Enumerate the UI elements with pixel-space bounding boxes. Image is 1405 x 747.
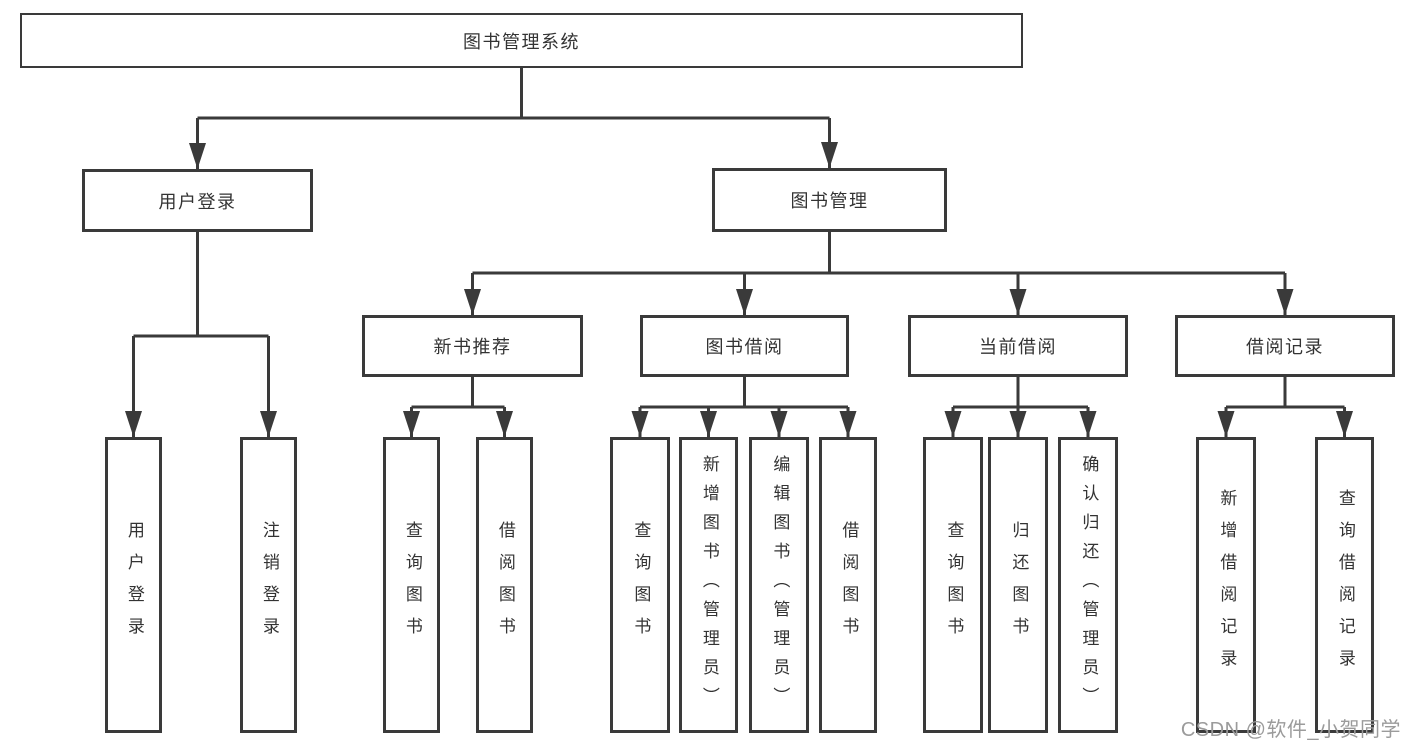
leaf-edit-book-admin-label: 编辑图书（管理员） — [770, 454, 790, 716]
node-book-borrow: 图书借阅 — [640, 315, 849, 377]
node-current-borrow: 当前借阅 — [908, 315, 1128, 377]
leaf-add-borrow-record: 新增借阅记录 — [1196, 437, 1256, 733]
leaf-query-books-recommend: 查询图书 — [383, 437, 440, 733]
leaf-query-borrow-record: 查询借阅记录 — [1315, 437, 1374, 733]
node-borrow-records: 借阅记录 — [1175, 315, 1395, 377]
leaf-borrow-books: 借阅图书 — [819, 437, 877, 733]
leaf-borrow-books-label: 借阅图书 — [839, 521, 859, 649]
leaf-borrow-books-recommend: 借阅图书 — [476, 437, 533, 733]
node-root-system: 图书管理系统 — [20, 13, 1023, 68]
leaf-query-books-borrow-label: 查询图书 — [631, 521, 651, 649]
leaf-user-login-label: 用户登录 — [124, 521, 144, 649]
leaf-query-books-recommend-label: 查询图书 — [402, 521, 422, 649]
node-user-login: 用户登录 — [82, 169, 313, 232]
leaf-add-book-admin-label: 新增图书（管理员） — [699, 454, 719, 716]
csdn-watermark: CSDN @软件_小贺同学 — [1180, 719, 1401, 741]
leaf-logout-label: 注销登录 — [259, 521, 279, 649]
leaf-borrow-books-recommend-label: 借阅图书 — [495, 521, 515, 649]
leaf-query-books-borrow: 查询图书 — [610, 437, 670, 733]
leaf-query-books-current: 查询图书 — [923, 437, 983, 733]
leaf-add-book-admin: 新增图书（管理员） — [679, 437, 738, 733]
leaf-confirm-return-admin: 确认归还（管理员） — [1058, 437, 1118, 733]
leaf-return-book: 归还图书 — [988, 437, 1048, 733]
leaf-confirm-return-admin-label: 确认归还（管理员） — [1079, 454, 1099, 716]
leaf-query-borrow-record-label: 查询借阅记录 — [1335, 489, 1355, 681]
node-book-management: 图书管理 — [712, 168, 947, 232]
node-new-book-recommend: 新书推荐 — [362, 315, 583, 377]
leaf-user-login: 用户登录 — [105, 437, 162, 733]
leaf-logout: 注销登录 — [240, 437, 297, 733]
leaf-edit-book-admin: 编辑图书（管理员） — [749, 437, 809, 733]
leaf-query-books-current-label: 查询图书 — [944, 521, 964, 649]
leaf-add-borrow-record-label: 新增借阅记录 — [1217, 489, 1237, 681]
leaf-return-book-label: 归还图书 — [1009, 521, 1029, 649]
